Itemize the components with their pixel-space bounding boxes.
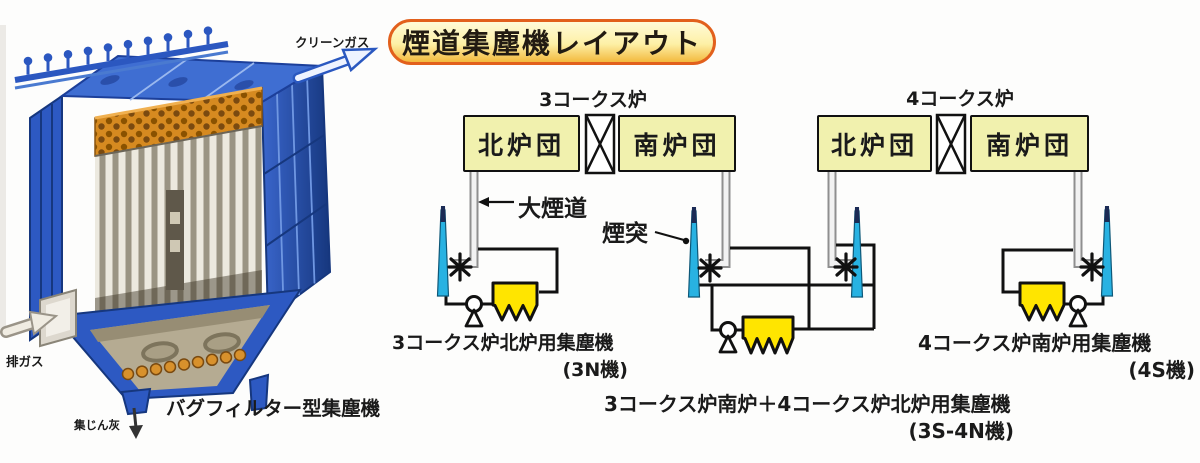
inlet-duct bbox=[39, 288, 77, 348]
dust-outlet bbox=[120, 387, 152, 416]
chimney-4s-icon bbox=[1100, 205, 1114, 297]
unit-3s4n-piping bbox=[698, 243, 876, 332]
damper-3s-icon bbox=[697, 253, 723, 283]
hopper bbox=[53, 288, 302, 416]
chimney-3s-icon bbox=[687, 206, 701, 298]
duct-3n bbox=[453, 170, 479, 268]
fan-4s-icon bbox=[1068, 295, 1088, 328]
fan-3s4n-icon bbox=[718, 321, 738, 354]
furnace-box-4s: 南炉団 bbox=[970, 115, 1089, 172]
screw-conveyor bbox=[121, 348, 247, 381]
stack-leader bbox=[654, 230, 690, 245]
caption-4s-line1: 4コークス炉南炉用集塵機 bbox=[918, 331, 1152, 355]
furnace-box-3s: 南炉団 bbox=[618, 115, 736, 172]
clean-gas-arrow bbox=[292, 47, 379, 84]
fan-3n-icon bbox=[464, 295, 484, 328]
flue-layout-diagram bbox=[436, 113, 1114, 355]
dust-arrow bbox=[129, 407, 143, 439]
collector-4s bbox=[1018, 281, 1066, 322]
caption-4s: 4コークス炉南炉用集塵機 (4S機) bbox=[918, 330, 1195, 384]
duct-4s bbox=[1073, 170, 1099, 268]
unit-3n-piping bbox=[444, 247, 559, 306]
exhaust-gas-label: 排ガス bbox=[6, 354, 44, 369]
exhaust-gas-arrow bbox=[0, 310, 59, 338]
caption-3n: 3コークス炉北炉用集塵機 (3N機) bbox=[392, 330, 628, 384]
bag-filter-illustration bbox=[0, 25, 379, 439]
page-edge bbox=[0, 25, 6, 330]
caption-3s4n-line2: (3S-4N機) bbox=[908, 419, 1014, 443]
collector-3n bbox=[491, 281, 539, 322]
duct-3s bbox=[705, 170, 731, 268]
damper-4s-icon bbox=[1079, 252, 1105, 282]
damper-3n-icon bbox=[447, 252, 473, 282]
flue-leader bbox=[478, 197, 514, 207]
chimney-3n-icon bbox=[436, 205, 450, 297]
machine-right-wall bbox=[260, 64, 332, 320]
collected-dust-label: 集じん灰 bbox=[74, 418, 120, 432]
crossover-box-4 bbox=[935, 113, 967, 175]
furnace-box-4n: 北炉団 bbox=[817, 115, 932, 172]
caption-3n-line2: (3N機) bbox=[562, 359, 629, 381]
bag-filter-machine-label: バグフィルター型集塵機 bbox=[166, 397, 381, 420]
collector-3s4n bbox=[741, 315, 795, 355]
caption-3s4n: 3コークス炉南炉＋4コークス炉北炉用集塵機 (3S-4N機) bbox=[604, 391, 1024, 445]
caption-3s4n-line1: 3コークス炉南炉＋4コークス炉北炉用集塵機 bbox=[604, 392, 1011, 416]
coke-oven-3-label: 3コークス炉 bbox=[539, 89, 647, 111]
page-title-banner: 煙道集塵機レイアウト bbox=[388, 19, 716, 65]
stack-label: 煙突 bbox=[602, 221, 648, 247]
caption-4s-line2: (4S機) bbox=[1128, 358, 1195, 382]
duct-4n bbox=[827, 170, 853, 268]
chimney-4n-icon bbox=[850, 206, 864, 298]
main-flue-label: 大煙道 bbox=[518, 196, 587, 222]
caption-3n-line1: 3コークス炉北炉用集塵機 bbox=[392, 332, 614, 354]
crossover-box-3 bbox=[584, 113, 616, 175]
furnace-box-3n: 北炉団 bbox=[463, 115, 580, 172]
machine-leg bbox=[248, 373, 270, 412]
top-cleaning-rail bbox=[14, 26, 229, 90]
clean-gas-label: クリーンガス bbox=[295, 35, 370, 50]
coke-oven-4-label: 4コークス炉 bbox=[906, 88, 1014, 110]
